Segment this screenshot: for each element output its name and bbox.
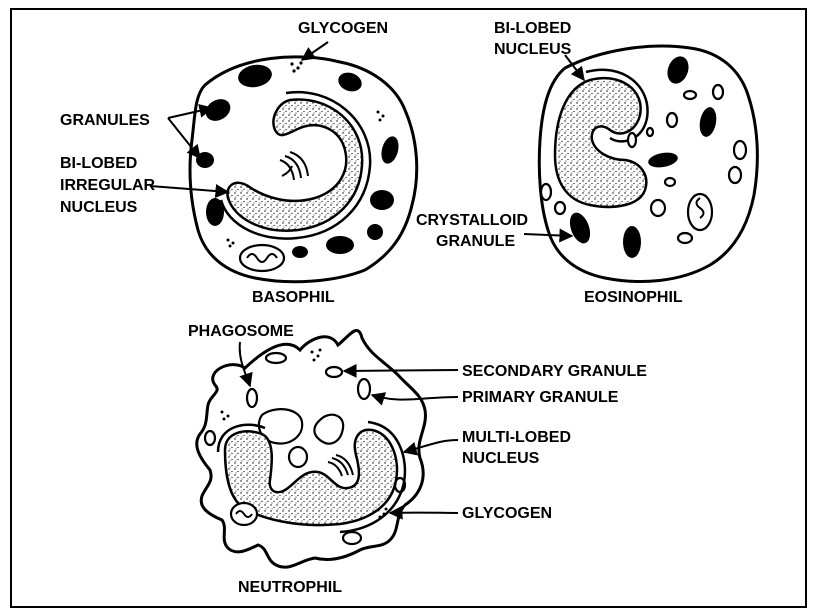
eosinophil-granule (541, 184, 551, 200)
eosinophil-granule (678, 233, 692, 243)
neutrophil-nucleus-label-2: NUCLEUS (462, 450, 540, 467)
neutrophil-caption: NEUTROPHIL (238, 579, 342, 596)
eosinophil-granule (555, 202, 565, 214)
neutrophil-phagosome (247, 389, 257, 407)
neutrophil-vacuole (289, 447, 307, 467)
basophil-granule (326, 236, 354, 254)
eosinophil-nucleus-label-2: NUCLEUS (494, 41, 572, 58)
basophil-cell (190, 57, 417, 282)
eosinophil-granule (647, 128, 653, 136)
neutrophil-granule (343, 532, 361, 544)
eosinophil-granule (623, 226, 641, 258)
basophil-granule (367, 224, 383, 240)
eosinophil-granule (734, 141, 746, 159)
eosinophil-crystalloid-label-1: CRYSTALLOID (416, 212, 528, 229)
neutrophil-primary-granule (358, 379, 370, 399)
eosinophil-cell (539, 46, 757, 281)
neutrophil-primary-granule-label: PRIMARY GRANULE (462, 389, 619, 406)
basophil-granule (196, 152, 214, 168)
basophil-granule (370, 190, 394, 210)
basophil-mitochondrion (240, 245, 284, 271)
basophil-granules-label: GRANULES (60, 112, 150, 129)
eosinophil-granule (628, 133, 636, 147)
neutrophil-granule (266, 353, 286, 363)
eosinophil-granule (667, 113, 677, 127)
eosinophil-granule (651, 200, 665, 216)
basophil-nucleus-label-1: BI-LOBED (60, 155, 137, 172)
eosinophil-granule (713, 85, 723, 99)
basophil-granule (292, 246, 308, 258)
basophil-nucleus-label-3: NUCLEUS (60, 199, 138, 216)
neutrophil-nucleus-label-1: MULTI-LOBED (462, 429, 571, 446)
basophil-caption: BASOPHIL (252, 289, 335, 306)
neutrophil-cell (197, 330, 426, 567)
eosinophil-granule (684, 91, 696, 99)
neutrophil-secondary-granule-arrow (344, 370, 458, 371)
neutrophil-secondary-granule-label: SECONDARY GRANULE (462, 363, 647, 380)
eosinophil-granule (665, 178, 675, 186)
eosinophil-crystalloid-label-2: GRANULE (436, 233, 515, 250)
eosinophil-caption: EOSINOPHIL (584, 289, 683, 306)
basophil-glycogen-label: GLYCOGEN (298, 20, 388, 37)
neutrophil-phagosome-label: PHAGOSOME (188, 323, 294, 340)
neutrophil-glycogen-label: GLYCOGEN (462, 505, 552, 522)
eosinophil-granule (729, 167, 741, 183)
basophil-nucleus-label-2: IRREGULAR (60, 177, 156, 194)
neutrophil-secondary-granule (326, 367, 342, 377)
eosinophil-nucleus-label-1: BI-LOBED (494, 20, 571, 37)
eosinophil-mitochondrion (688, 194, 712, 230)
neutrophil-granule (205, 431, 215, 445)
